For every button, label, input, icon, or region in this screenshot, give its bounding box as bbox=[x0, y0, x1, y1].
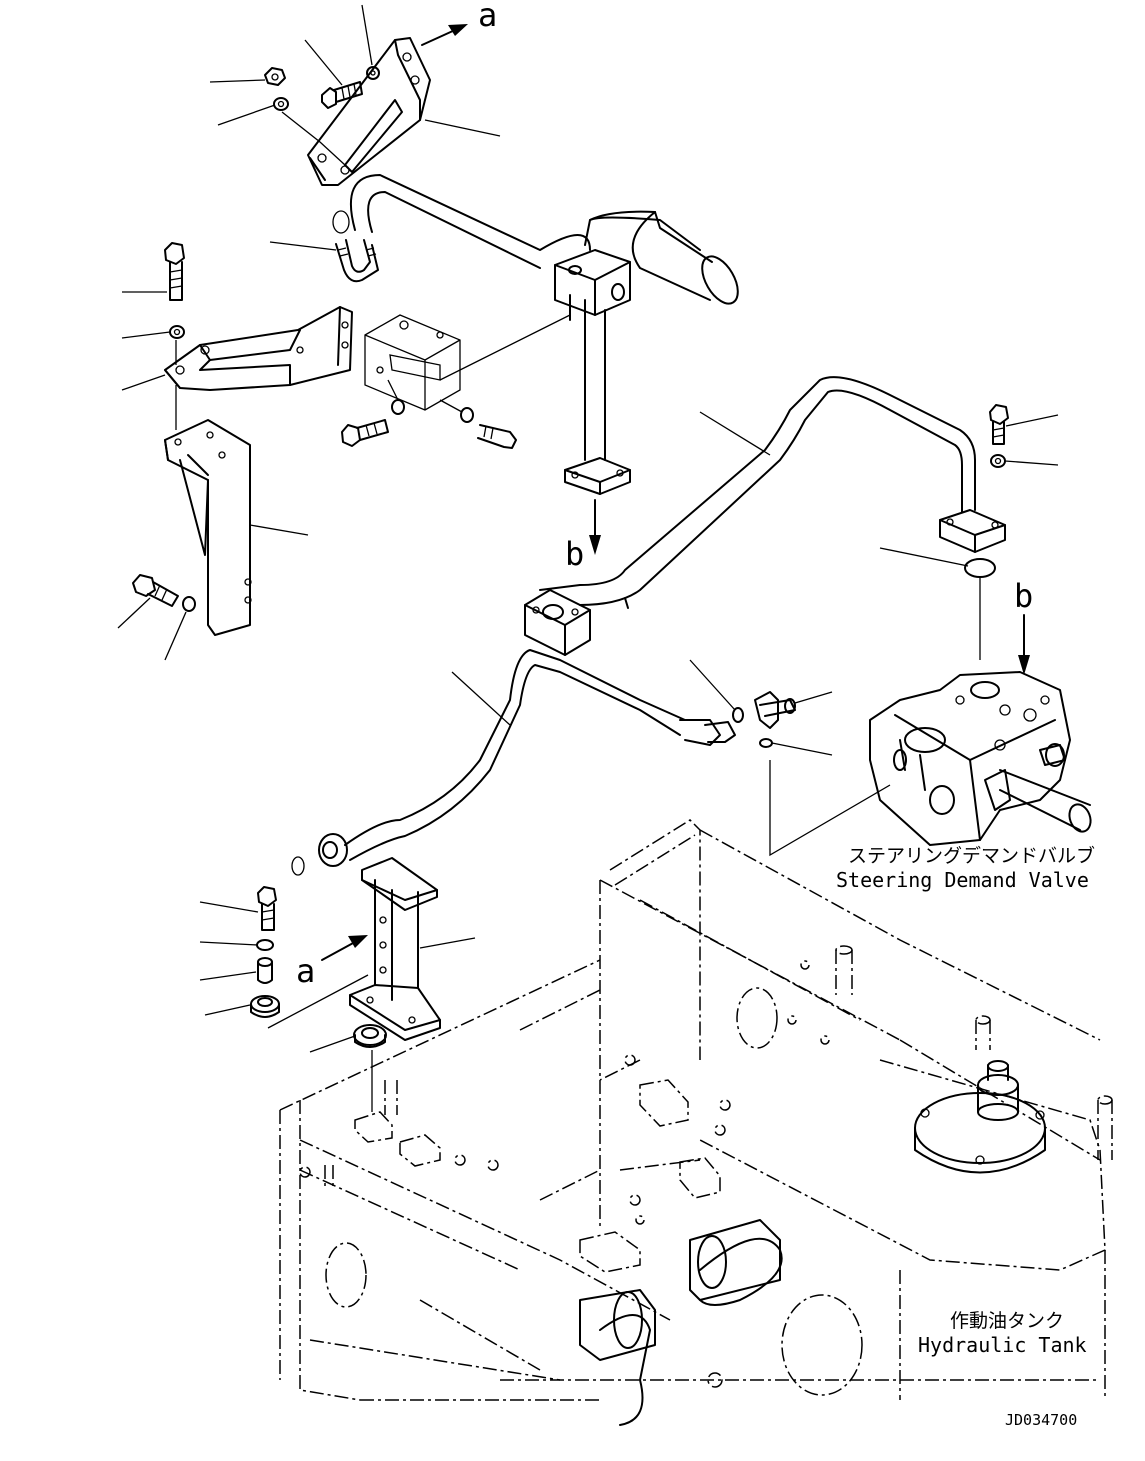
middle-bracket bbox=[164, 306, 353, 391]
ref-arrow-a-top bbox=[421, 24, 468, 46]
upper-bracket bbox=[307, 37, 431, 186]
lower-hose bbox=[291, 649, 736, 876]
assembly-line-6 bbox=[769, 760, 891, 857]
drawing-number: JD034700 bbox=[1005, 1411, 1077, 1429]
tank-strainer-cap bbox=[914, 1060, 1046, 1174]
stand-fasteners bbox=[250, 886, 280, 1018]
bolt-left-lower bbox=[132, 574, 196, 612]
ref-arrow-b-left bbox=[589, 499, 601, 555]
steering-valve-label-jp: ステアリングデマンドバルブ bbox=[848, 844, 1095, 867]
upper-pipe bbox=[349, 174, 739, 495]
o-ring-valve bbox=[964, 558, 996, 578]
assembly-line-7 bbox=[267, 974, 369, 1029]
vertical-bracket bbox=[164, 419, 252, 636]
ref-arrow-b-right bbox=[1018, 614, 1030, 675]
nut-washers-top bbox=[264, 66, 380, 111]
u-bolt bbox=[335, 239, 379, 283]
assembly-line-1 bbox=[281, 111, 346, 166]
bolt-top bbox=[321, 81, 363, 109]
assembly-line-2 bbox=[439, 314, 571, 381]
leader-lines bbox=[117, 4, 1059, 1053]
support-stand bbox=[349, 857, 441, 1041]
frame-elbow-pipes bbox=[579, 1219, 783, 1426]
elbow-fitting bbox=[732, 691, 796, 748]
machine-frame bbox=[279, 819, 1113, 1401]
tank-label-en: Hydraulic Tank bbox=[918, 1333, 1087, 1357]
ref-letter-b-right: b bbox=[1014, 577, 1033, 615]
assembly-line-3 bbox=[387, 379, 463, 413]
ref-letter-a-top: a bbox=[478, 0, 497, 34]
bolt-left-upper bbox=[164, 242, 185, 339]
bolts-mid bbox=[341, 399, 517, 449]
steering-demand-valve bbox=[869, 671, 1092, 846]
rubber-mount bbox=[353, 1024, 387, 1048]
upper-long-tube bbox=[524, 376, 1006, 656]
tank-label-jp: 作動油タンク bbox=[950, 1310, 1064, 1332]
steering-valve-label-en: Steering Demand Valve bbox=[836, 868, 1089, 892]
bolt-right bbox=[989, 404, 1009, 468]
o-ring-upper bbox=[332, 210, 350, 234]
ref-letter-a-bottom: a bbox=[296, 952, 315, 990]
mount-block bbox=[364, 314, 461, 411]
ref-arrow-a-bottom bbox=[321, 935, 368, 961]
ref-letter-b-left: b bbox=[565, 535, 584, 573]
